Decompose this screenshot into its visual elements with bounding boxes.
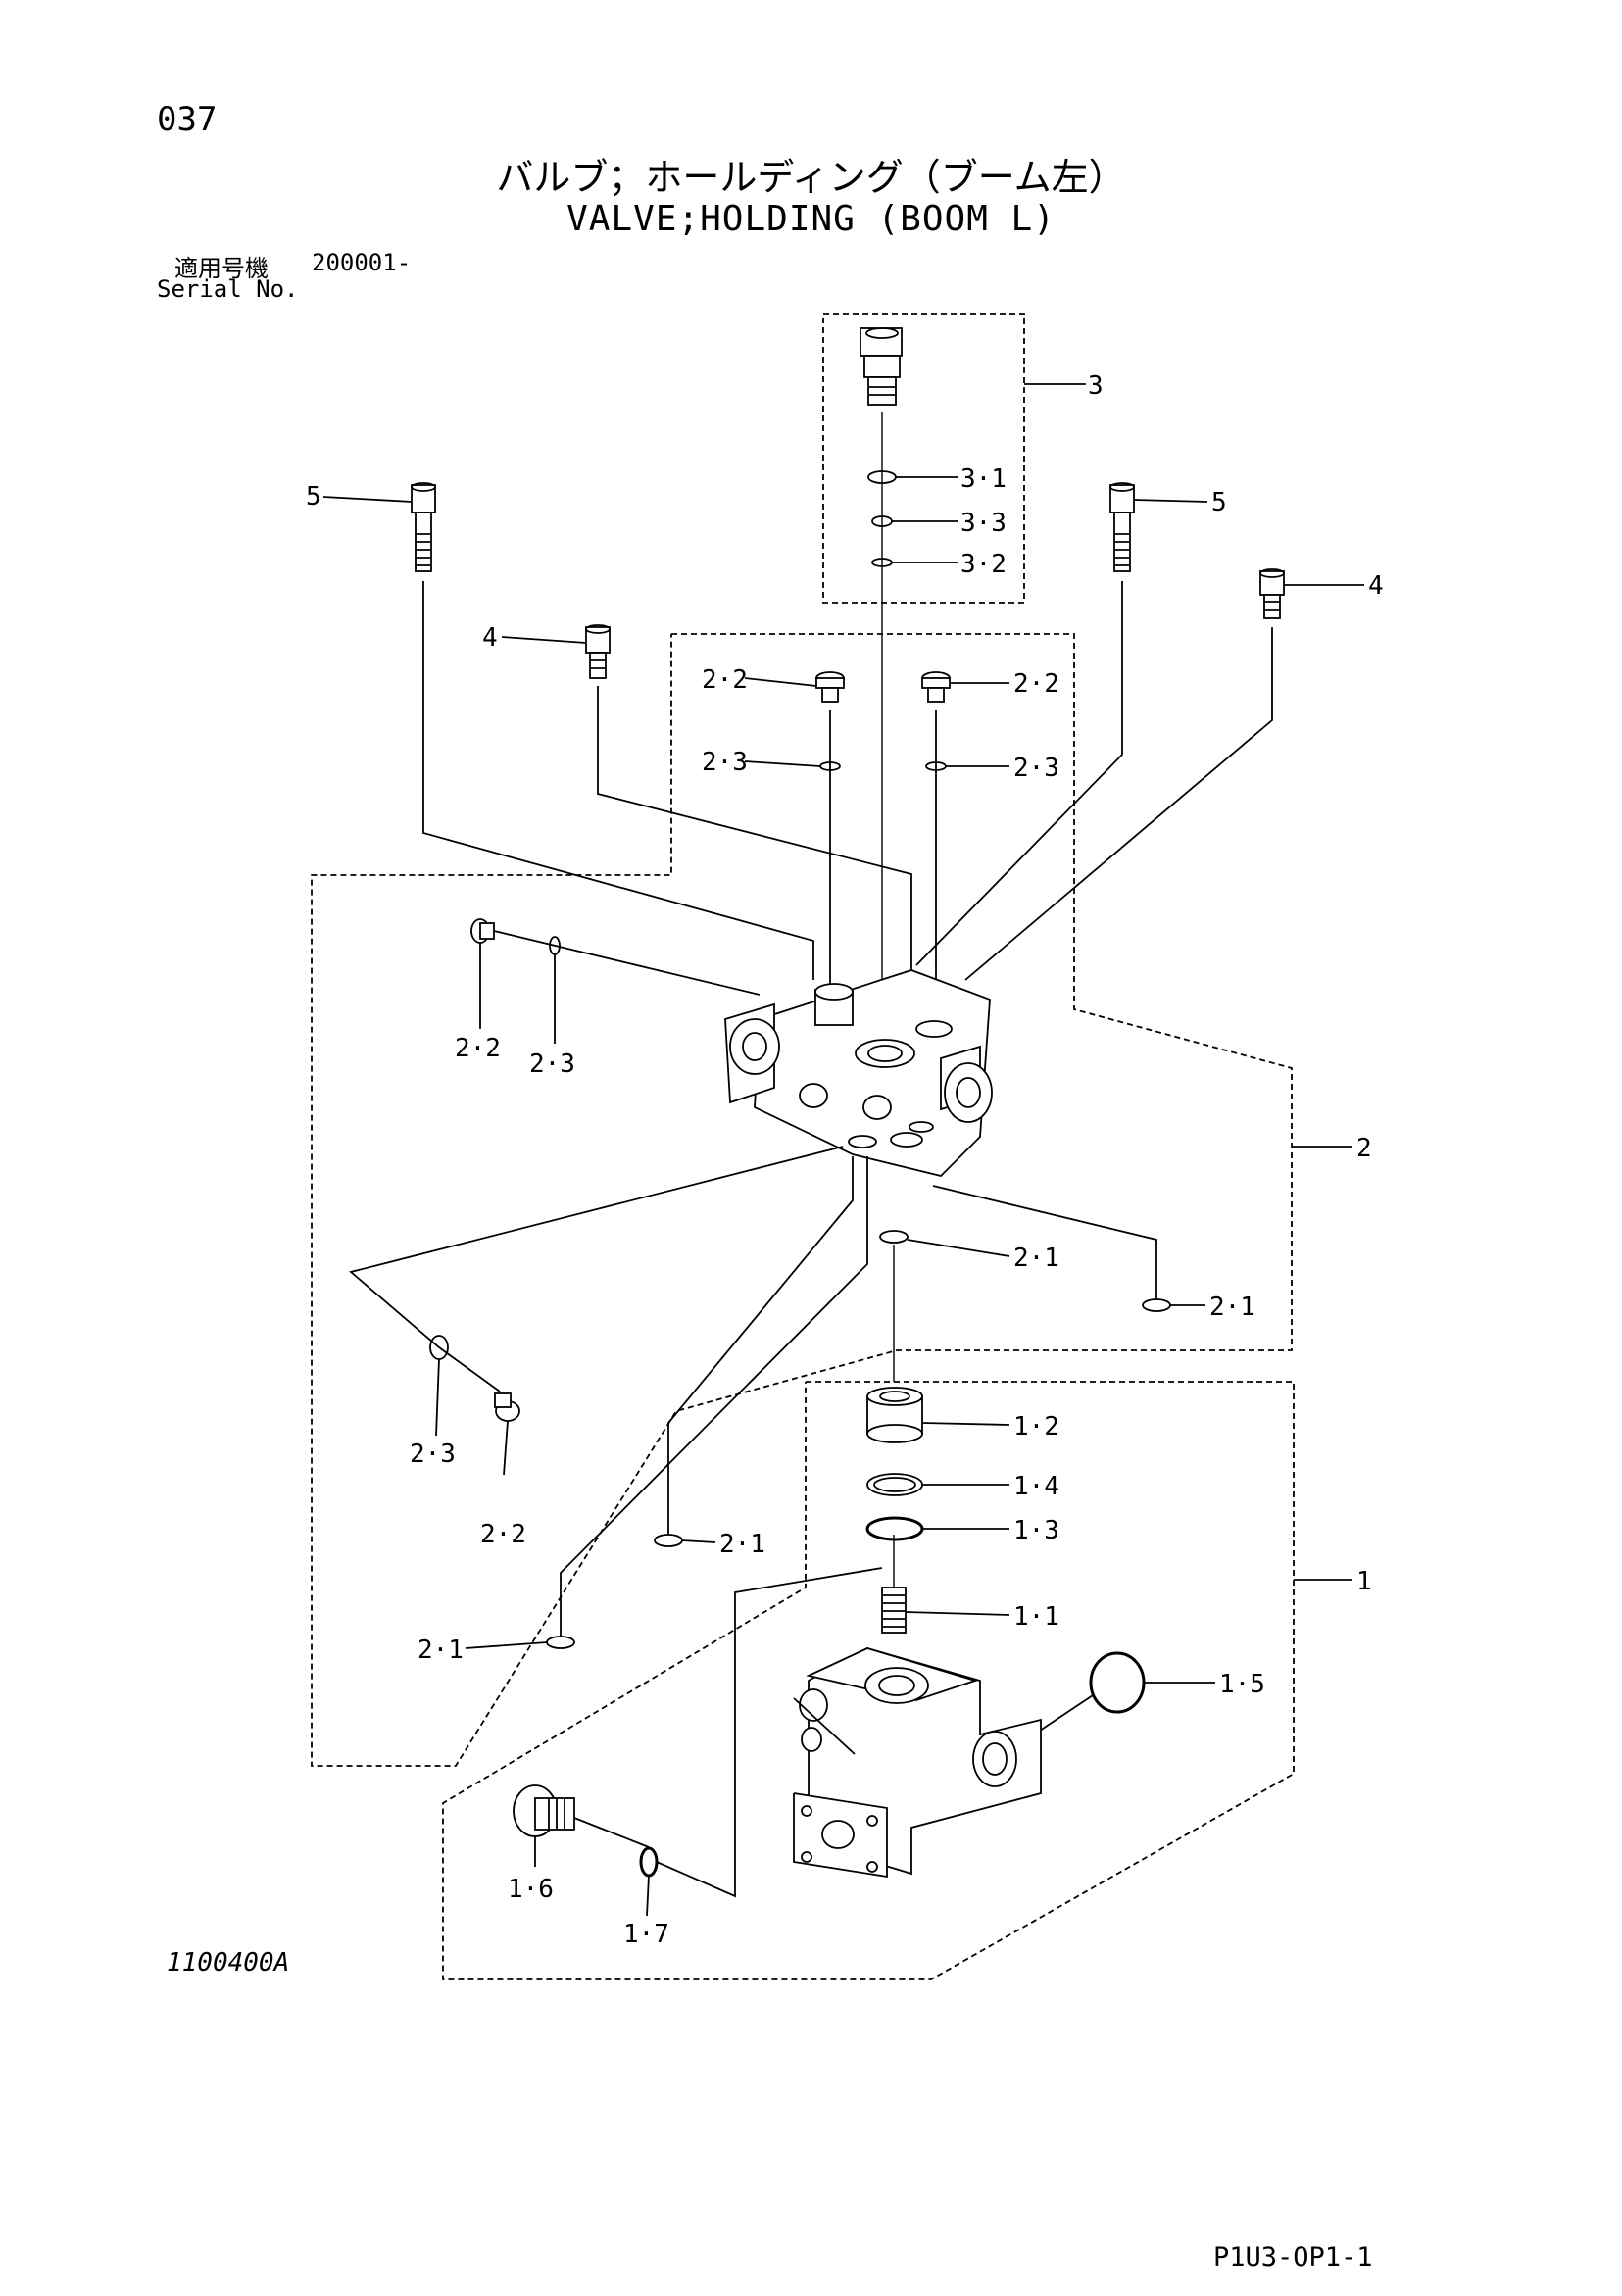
group-box-3 [822,313,1025,604]
callout-3: 3 [1088,371,1104,401]
callout-1-4: 1·4 [1013,1472,1059,1501]
valve-casing [793,1647,1042,1879]
holding-valve-body [724,969,993,1177]
callout-labels: 3 3·1 3·3 3·2 5 5 4 4 2·2 2·2 2·3 2·3 2·… [306,371,1384,1949]
callout-2-3-top-right: 2·3 [1013,754,1059,783]
short-bolt-left [585,624,611,679]
title-japanese: バルブ；ホールディング（ブーム左） [496,156,1126,199]
callout-1-7: 1·7 [623,1920,669,1949]
plug-top-left [815,671,845,703]
diagram-code: 1100400A [167,1948,290,1978]
callout-2-2-top-right: 2·2 [1013,669,1059,699]
o-ring-2-1-center [879,1230,909,1244]
callout-2-1-mid: 2·1 [719,1530,765,1559]
callout-2-3-side: 2·3 [529,1050,575,1079]
plug-top-right [921,671,951,703]
callout-1-6: 1·6 [508,1875,554,1904]
serial-number-value: 200001- [312,249,412,276]
o-ring-1-7 [639,1846,659,1878]
piston-1-2 [866,1387,923,1443]
callout-1-2: 1·2 [1013,1412,1059,1441]
callout-2-1-low: 2·1 [418,1636,464,1665]
callout-2-1-center: 2·1 [1013,1244,1059,1273]
callout-2: 2 [1356,1134,1372,1163]
o-ring-1-5 [1089,1651,1146,1714]
callout-2-2-side: 2·2 [455,1034,501,1063]
callout-2-3-lower: 2·3 [410,1440,456,1469]
serial-label-japanese: 適用号機 [174,255,269,282]
callout-1-5: 1·5 [1219,1670,1265,1699]
plug-1-6 [513,1784,575,1837]
callout-1-3: 1·3 [1013,1516,1059,1545]
o-ring-1-3 [865,1516,924,1541]
callout-3-1: 3·1 [960,464,1007,494]
o-ring-2-1-right [1142,1298,1171,1312]
callout-1: 1 [1356,1567,1372,1596]
spring-1-1 [881,1587,907,1634]
plug-side-lower [494,1392,520,1422]
callout-2-3-top-left: 2·3 [702,748,748,777]
callout-4-left: 4 [482,623,498,653]
callout-3-2: 3·2 [960,550,1007,579]
o-ring-2-1-mid [654,1534,683,1547]
callout-3-3: 3·3 [960,509,1007,538]
callout-4-right: 4 [1368,571,1384,601]
callout-5-left: 5 [306,482,321,512]
o-ring-2-1-low [546,1636,575,1649]
callout-2-2-lower: 2·2 [480,1520,526,1549]
socket-bolt-left [411,482,436,572]
page-code: P1U3-OP1-1 [1213,2242,1373,2272]
group-box-1 [442,1381,1295,1980]
socket-bolt-right [1109,482,1135,572]
group-box-2 [311,633,1293,1767]
page-number: 037 [157,100,218,139]
relief-valve-cartridge [860,327,903,406]
callout-1-1: 1·1 [1013,1602,1059,1632]
callout-2-1-right: 2·1 [1209,1293,1255,1322]
callout-5-right: 5 [1211,488,1227,517]
serial-label-english: Serial No. [157,275,299,303]
title-english: VALVE;HOLDING (BOOM L) [566,199,1056,239]
callout-2-2-top-left: 2·2 [702,665,748,695]
short-bolt-right [1259,568,1285,619]
plug-side-upper [470,918,495,944]
